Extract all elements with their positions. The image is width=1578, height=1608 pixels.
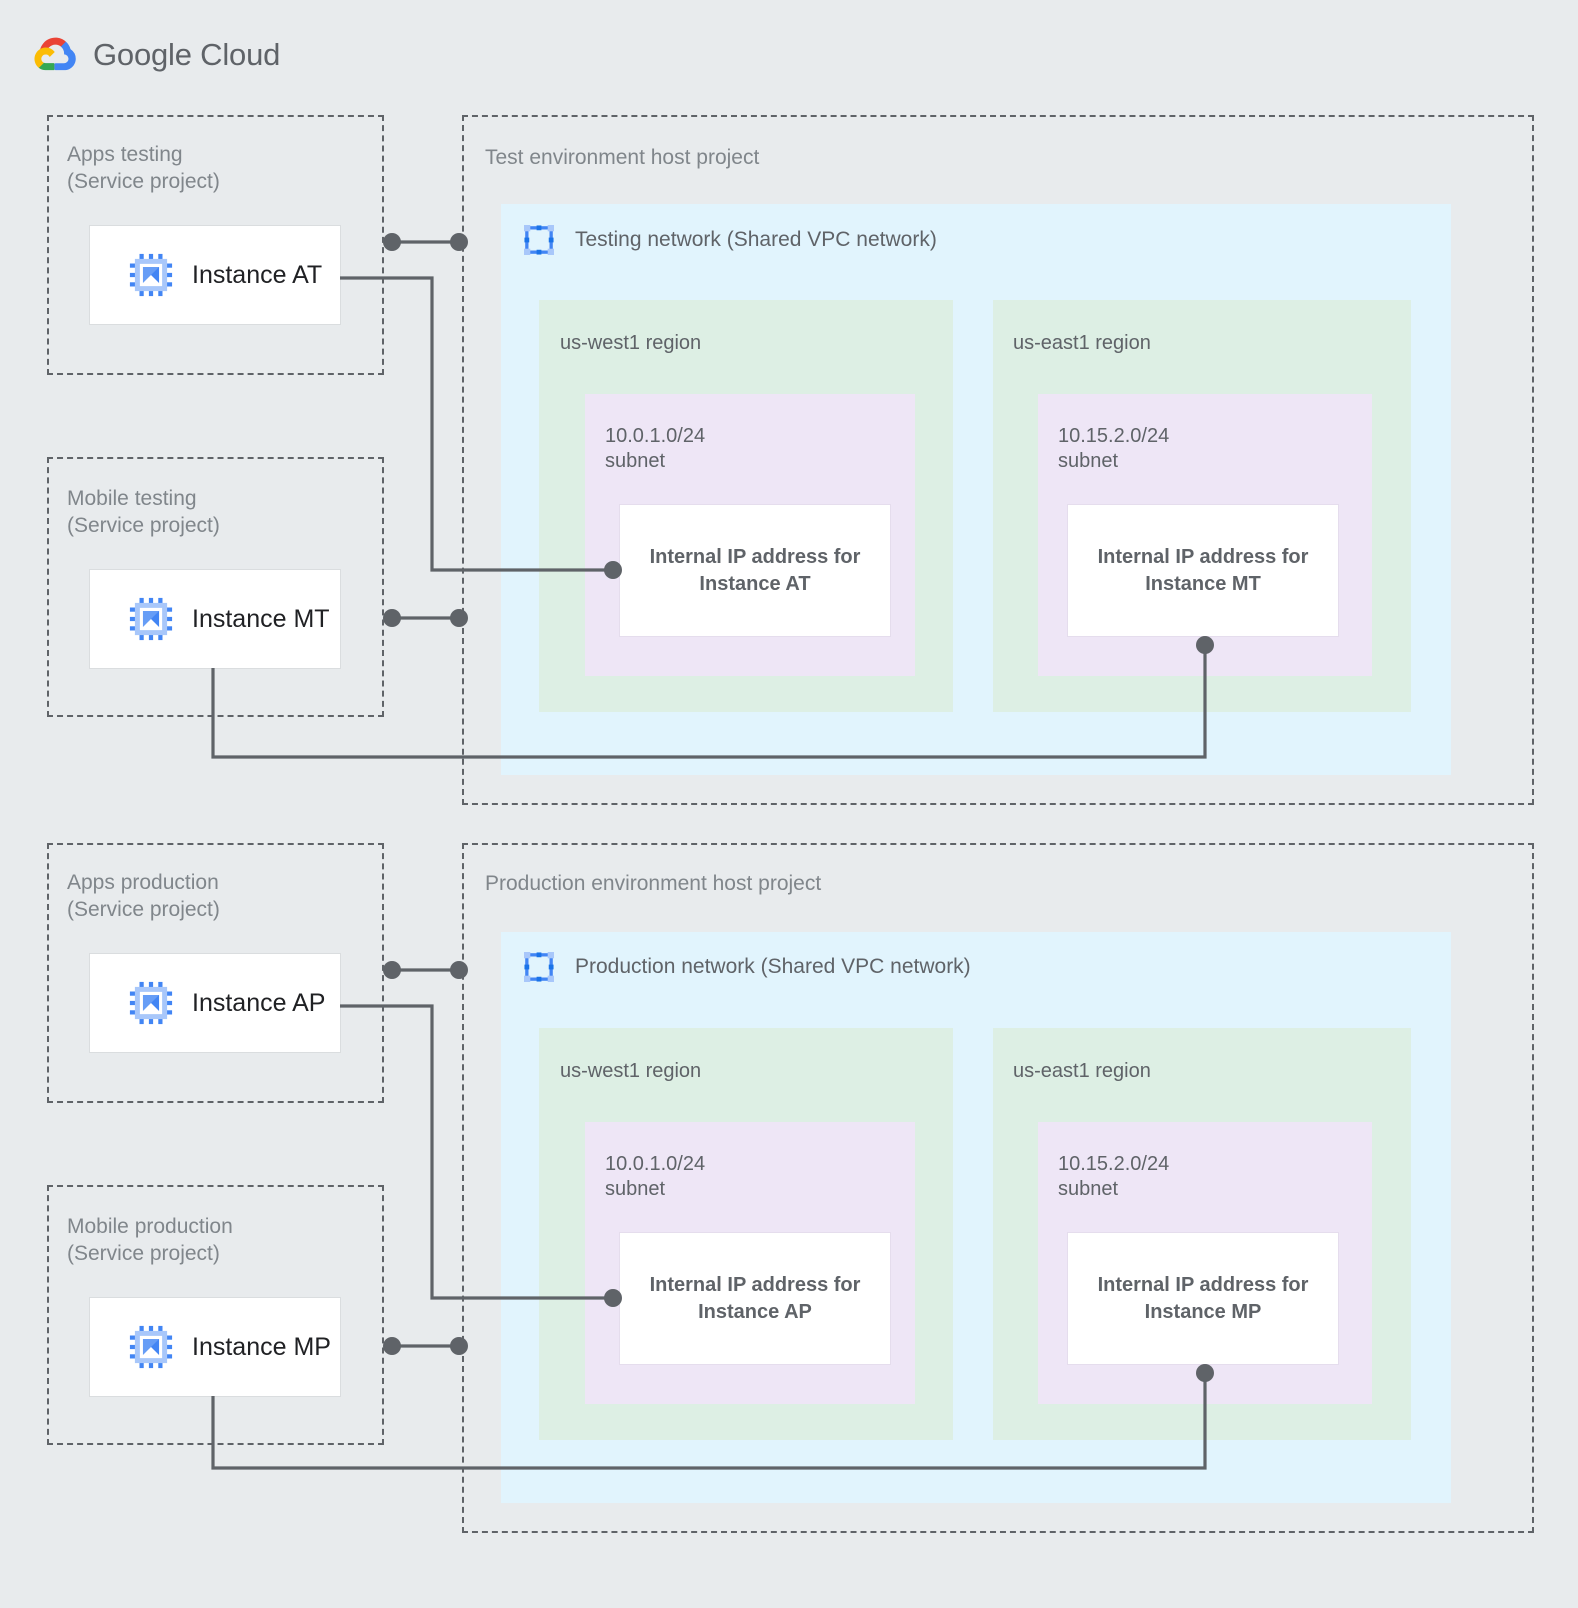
- region-prod-us-west1-label: us-west1 region: [560, 1060, 702, 1082]
- instance-card-mp[interactable]: Instance MP: [90, 1298, 340, 1396]
- subnet-test-us-east1-label: 10.15.2.0/24 subnet: [1058, 425, 1170, 472]
- cpu-chip-icon: [129, 253, 173, 297]
- brand-name: Google Cloud: [93, 37, 280, 73]
- connector-dot-mobile-production-left: [383, 1337, 401, 1355]
- brand-name-light: Cloud: [191, 37, 281, 72]
- region-prod-us-east1-label: us-east1 region: [1013, 1060, 1151, 1082]
- subnet-prod-us-east1-label: 10.15.2.0/24 subnet: [1058, 1153, 1170, 1200]
- service-project-apps-production-label: Apps production (Service project): [67, 871, 220, 921]
- ip-card-instance-mt: Internal IP address for Instance MT: [1068, 505, 1338, 636]
- region-test-us-west1-label: us-west1 region: [560, 332, 702, 354]
- vpc-network-production-header: Production network (Shared VPC network): [521, 949, 971, 985]
- service-project-apps-testing-label: Apps testing (Service project): [67, 143, 220, 193]
- cpu-chip-icon: [129, 1325, 173, 1369]
- service-project-mobile-production-label: Mobile production (Service project): [67, 1215, 233, 1265]
- ip-card-instance-at: Internal IP address for Instance AT: [620, 505, 890, 636]
- cpu-chip-icon: [129, 981, 173, 1025]
- google-cloud-logo-icon: [34, 37, 76, 71]
- instance-card-ap[interactable]: Instance AP: [90, 954, 340, 1052]
- connector-dot-apps-production-left: [383, 961, 401, 979]
- subnet-test-us-west1-label: 10.0.1.0/24 subnet: [605, 425, 706, 472]
- vpc-network-icon: [524, 225, 554, 255]
- connector-dot-apps-testing-left: [383, 233, 401, 251]
- brand-name-bold: Google: [93, 37, 192, 72]
- subnet-prod-us-west1-label: 10.0.1.0/24 subnet: [605, 1153, 706, 1200]
- region-test-us-east1-label: us-east1 region: [1013, 332, 1151, 354]
- instance-label-at: Instance AT: [192, 260, 323, 289]
- instance-card-at[interactable]: Instance AT: [90, 226, 340, 324]
- instance-label-mp: Instance MP: [192, 1332, 331, 1361]
- service-project-mobile-testing-label: Mobile testing (Service project): [67, 487, 220, 537]
- ip-card-instance-mp: Internal IP address for Instance MP: [1068, 1233, 1338, 1364]
- vpc-network-production-title: Production network (Shared VPC network): [575, 955, 971, 978]
- host-project-production-environment-label: Production environment host project: [485, 872, 822, 895]
- instance-label-ap: Instance AP: [192, 988, 326, 1017]
- vpc-network-testing-title: Testing network (Shared VPC network): [575, 228, 937, 251]
- ip-card-instance-ap: Internal IP address for Instance AP: [620, 1233, 890, 1364]
- vpc-network-testing-header: Testing network (Shared VPC network): [521, 222, 937, 258]
- instance-label-mt: Instance MT: [192, 604, 330, 633]
- cpu-chip-icon: [129, 597, 173, 641]
- vpc-network-icon: [524, 952, 554, 982]
- instance-card-mt[interactable]: Instance MT: [90, 570, 340, 668]
- connector-dot-mobile-testing-left: [383, 609, 401, 627]
- google-cloud-brand: Google Cloud: [33, 34, 280, 76]
- host-project-test-environment-label: Test environment host project: [485, 146, 760, 169]
